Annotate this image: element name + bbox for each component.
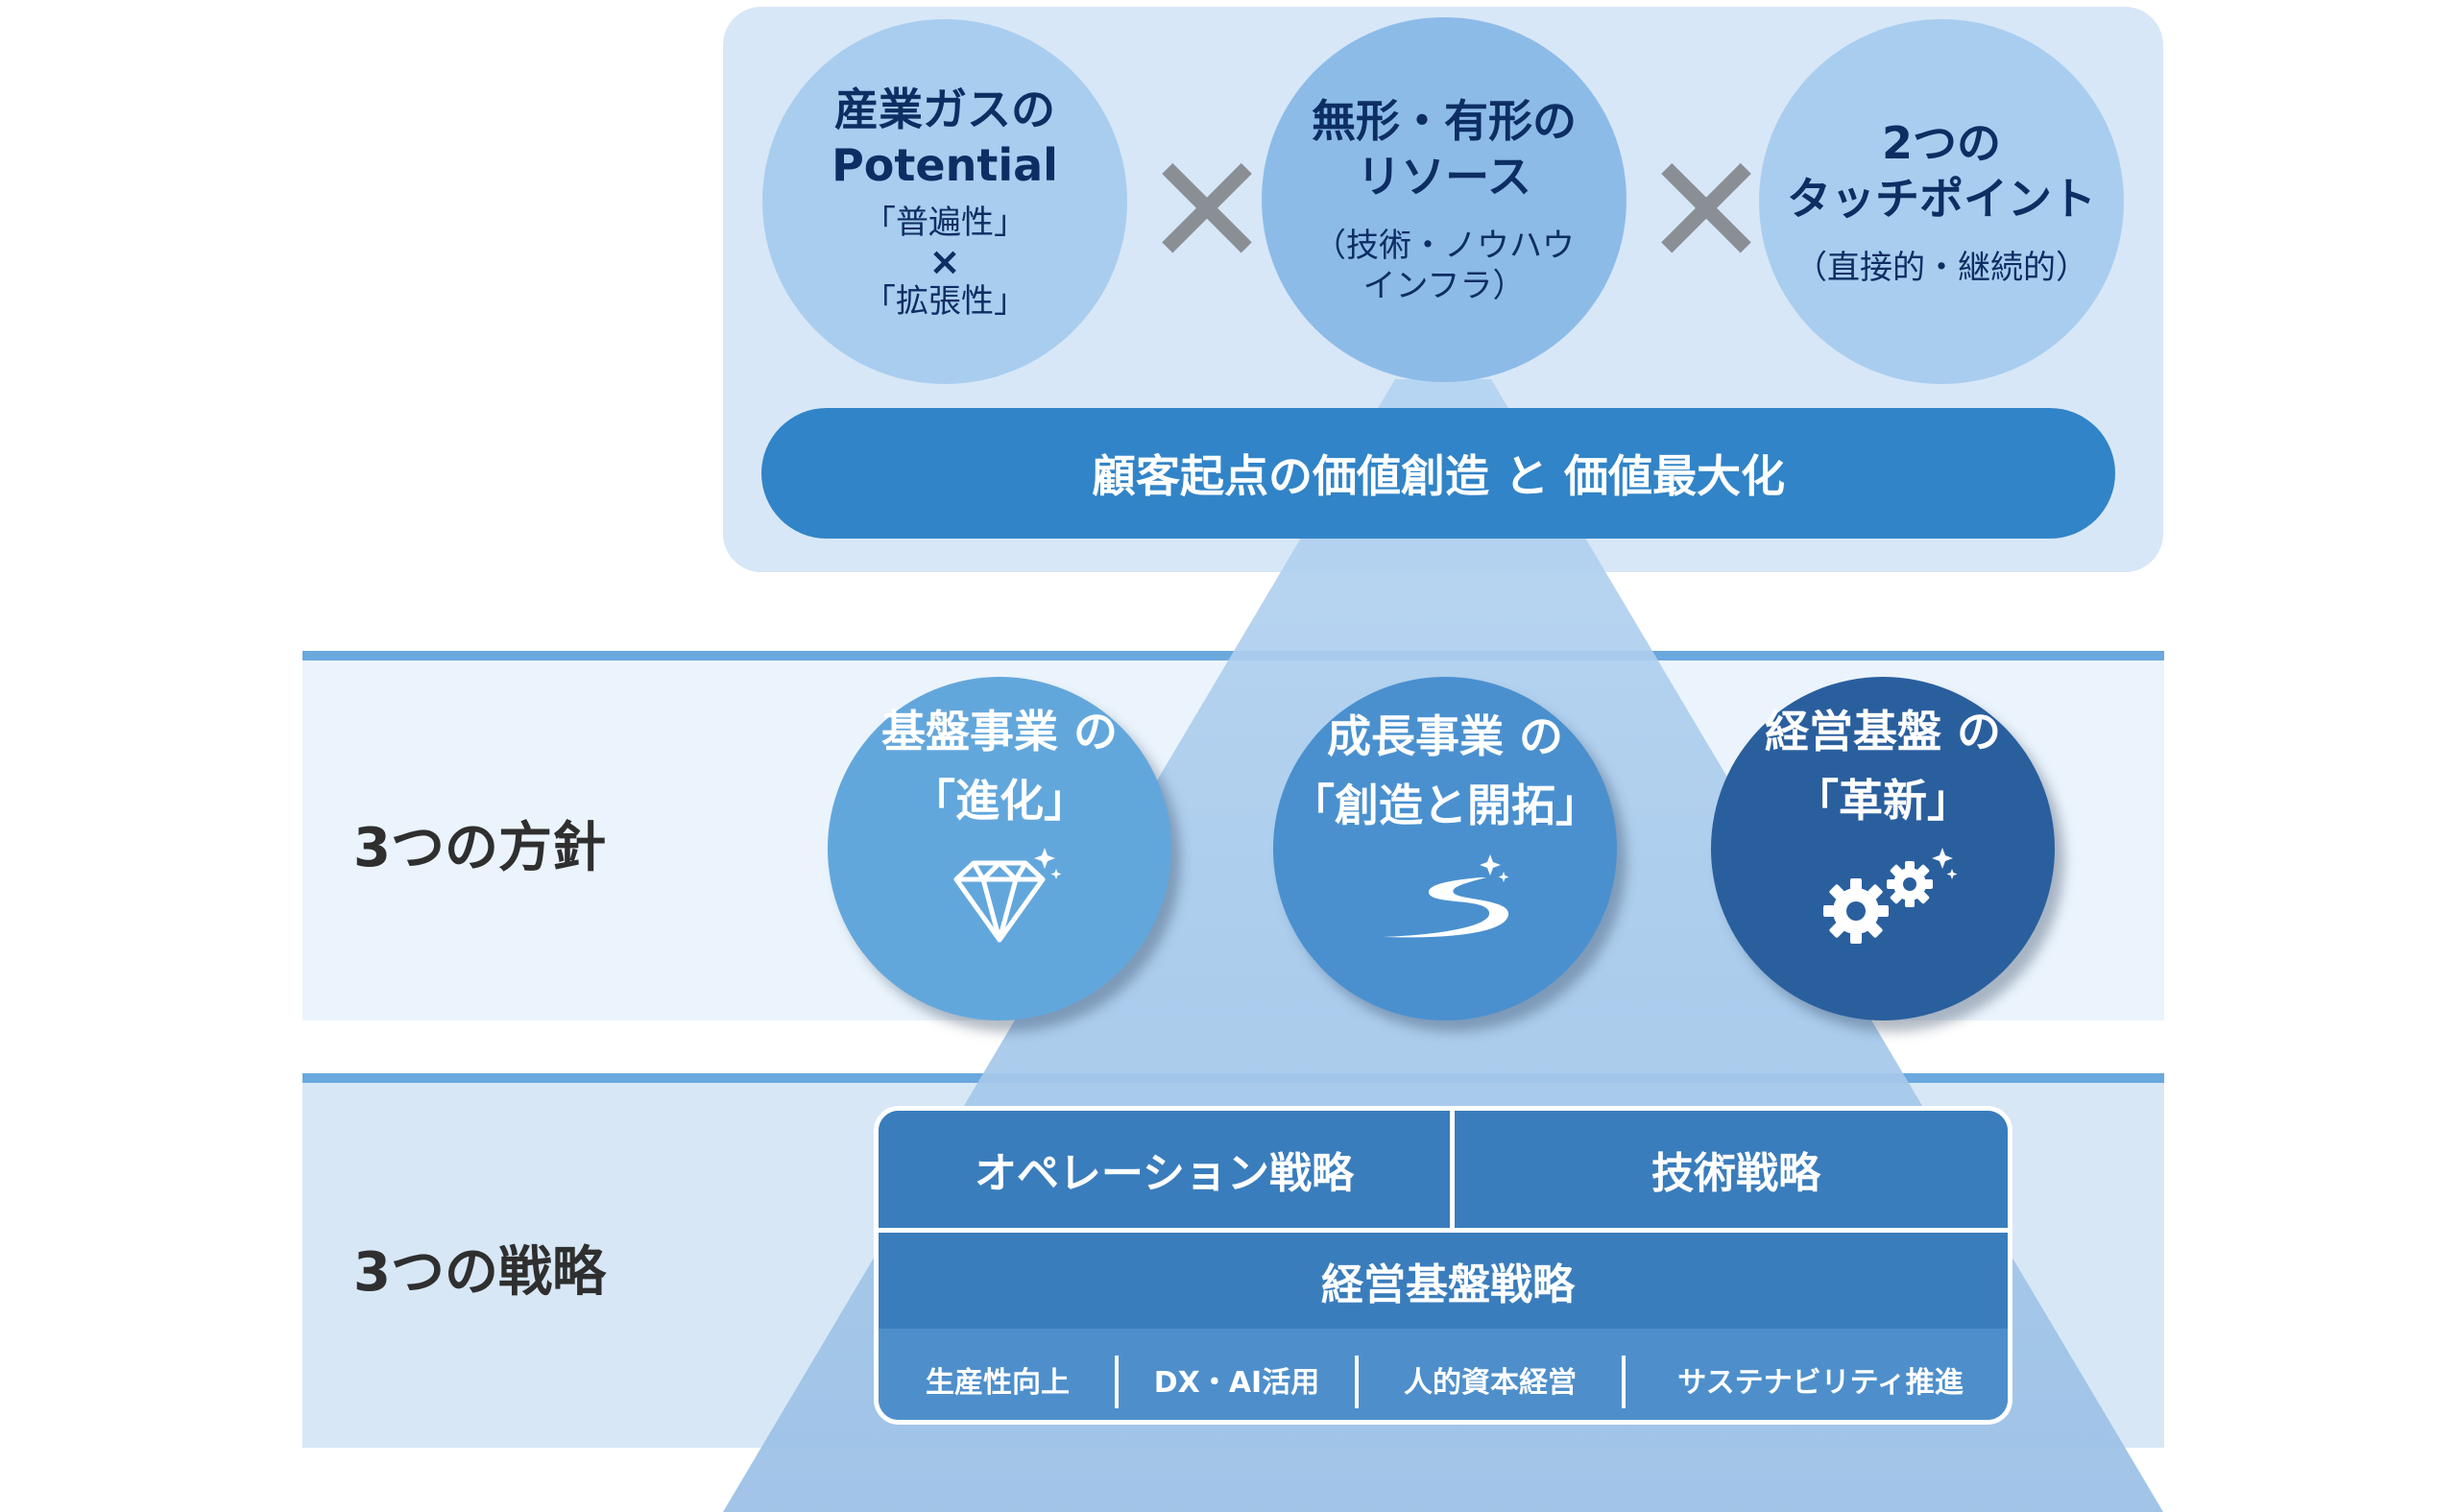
potential-sub-1: 「普遍性」 (863, 204, 1026, 242)
resources-circle: 無形・有形の リソース （技術・ノウハウ インフラ） (1262, 17, 1627, 382)
sub-divider-1 (1115, 1356, 1119, 1408)
sub-item-human-capital: 人的資本経営 (1357, 1329, 1624, 1420)
operation-strategy: オペレーション戦略 (879, 1111, 1450, 1228)
technology-strategy: 技術戦略 (1455, 1111, 2008, 1228)
sub-item-dx-ai: DX・AI活用 (1117, 1329, 1357, 1420)
multiply-icon-2: ✕ (1642, 121, 1771, 300)
potential-sub-2: × (928, 240, 961, 284)
touchpoints-circle: 2つの タッチポイント （直接的・継続的） (1759, 19, 2124, 384)
strategy-band-top-line (302, 1073, 2164, 1083)
policy-growth-line2: 「創造と開拓」 (1290, 780, 1600, 831)
potential-sub-3: 「拡張性」 (863, 282, 1026, 321)
sub-divider-2 (1355, 1356, 1359, 1408)
resources-title-1: 無形・有形の (1312, 95, 1577, 147)
policies-label: 3つの方針 (353, 817, 606, 879)
touchpoints-sub-1: （直接的・継続的） (1795, 249, 2088, 287)
touchpoints-title-2: タッチポイント (1787, 173, 2096, 225)
policy-circle-growth: 成長事業 の 「創造と開拓」 (1273, 677, 1617, 1020)
policy-circle-core: 基盤事業 の 「進化」 (828, 677, 1171, 1020)
strategies-label: 3つの戦略 (353, 1241, 606, 1304)
strategy-divider-vertical (1450, 1111, 1455, 1228)
sub-item-productivity: 生産性向上 (879, 1329, 1117, 1420)
strategy-divider-horizontal (879, 1228, 2008, 1233)
policy-management-line2: 「革新」 (1795, 775, 1971, 827)
resources-sub-1: （技術・ノウハウ (1313, 227, 1575, 265)
potential-circle: 産業ガスの Potential 「普遍性」 × 「拡張性」 (762, 19, 1127, 384)
road-icon (1373, 851, 1517, 950)
policy-core-line2: 「進化」 (911, 775, 1088, 827)
resources-title-2: リソース (1357, 151, 1531, 203)
sub-divider-3 (1622, 1356, 1626, 1408)
policy-growth-line1: 成長事業 の (1326, 710, 1563, 762)
resources-sub-2: インフラ） (1362, 267, 1526, 305)
potential-title-2: Potential (831, 139, 1058, 191)
strategy-box: オペレーション戦略 技術戦略 経営基盤戦略 生産性向上 DX・AI活用 人的資本… (874, 1106, 2012, 1425)
sub-item-sustainability: サステナビリティ推進 (1624, 1329, 2008, 1420)
policy-circle-management: 経営基盤 の 「革新」 (1711, 677, 2055, 1020)
value-creation-bar: 顧客起点の価値創造 と 価値最大化 (761, 408, 2115, 539)
diamond-icon (937, 846, 1062, 955)
policy-band-top-line (302, 651, 2164, 660)
policy-core-line1: 基盤事業 の (880, 706, 1118, 757)
multiply-icon-1: ✕ (1143, 121, 1272, 300)
potential-title-1: 産業ガスの (834, 84, 1055, 135)
gears-icon (1806, 846, 1960, 955)
policy-management-line1: 経営基盤 の (1764, 706, 2001, 757)
touchpoints-title-1: 2つの (1881, 117, 2001, 169)
management-strategy: 経営基盤戦略 (879, 1233, 2008, 1329)
